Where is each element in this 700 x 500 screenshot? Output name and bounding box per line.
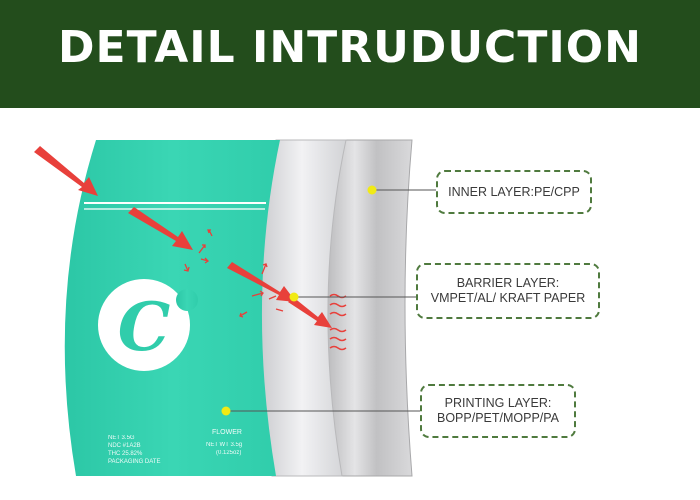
- pouch-illustration: C: [34, 139, 436, 477]
- brand-logo-circle: [98, 279, 190, 371]
- fine-print-line: PACKAGING DATE: [108, 459, 161, 465]
- fine-print-line: NET 3.5G: [108, 435, 135, 441]
- wavy-mark: [329, 302, 347, 308]
- printing-layer-label: PRINTING LAYER: BOPP/PET/MOPP/PA: [420, 384, 576, 438]
- small-arrow-icon: [183, 229, 284, 318]
- wavy-mark: [329, 345, 347, 351]
- red-arrow-icon: [227, 262, 296, 302]
- package-fine-print: NET 3.5G NDC #1A2B THC 25.82% PACKAGING …: [108, 434, 160, 466]
- brand-logo-letter: C: [118, 288, 171, 366]
- label-line: BOPP/PET/MOPP/PA: [436, 411, 560, 425]
- fine-print-line: THC 25.82%: [108, 451, 143, 457]
- page-title: DETAIL INTRUDUCTION: [58, 22, 642, 73]
- label-line: PRINTING LAYER:: [444, 396, 552, 410]
- title-banner: DETAIL INTRUDUCTION: [0, 0, 700, 108]
- label-line: INNER LAYER:PE/CPP: [448, 184, 580, 199]
- layer-diagram: C: [0, 108, 700, 500]
- red-arrow-icon: [34, 146, 98, 196]
- package-net-weight: NET WT 3.5g: [206, 442, 243, 448]
- package-flower-label: FLOWER: [212, 429, 242, 436]
- wavy-mark: [329, 336, 347, 342]
- label-line: BARRIER LAYER:: [456, 276, 560, 290]
- layer-marker-dot: [289, 292, 299, 302]
- fine-print-line: NDC #1A2B: [108, 443, 141, 449]
- package-net-weight-oz: (0.125oz): [216, 450, 242, 456]
- layer-marker-dot: [221, 406, 231, 416]
- label-line: VMPET/AL/ KRAFT PAPER: [430, 291, 586, 305]
- wavy-mark: [329, 311, 347, 317]
- layer-marker-dot: [367, 185, 377, 195]
- red-arrow-icon: [288, 297, 332, 328]
- red-arrow-icon: [128, 207, 193, 250]
- wavy-mark: [329, 327, 347, 333]
- barrier-layer-label: BARRIER LAYER: VMPET/AL/ KRAFT PAPER: [416, 263, 600, 319]
- inner-layer-label: INNER LAYER:PE/CPP: [436, 170, 592, 214]
- logo-bite: [176, 289, 198, 311]
